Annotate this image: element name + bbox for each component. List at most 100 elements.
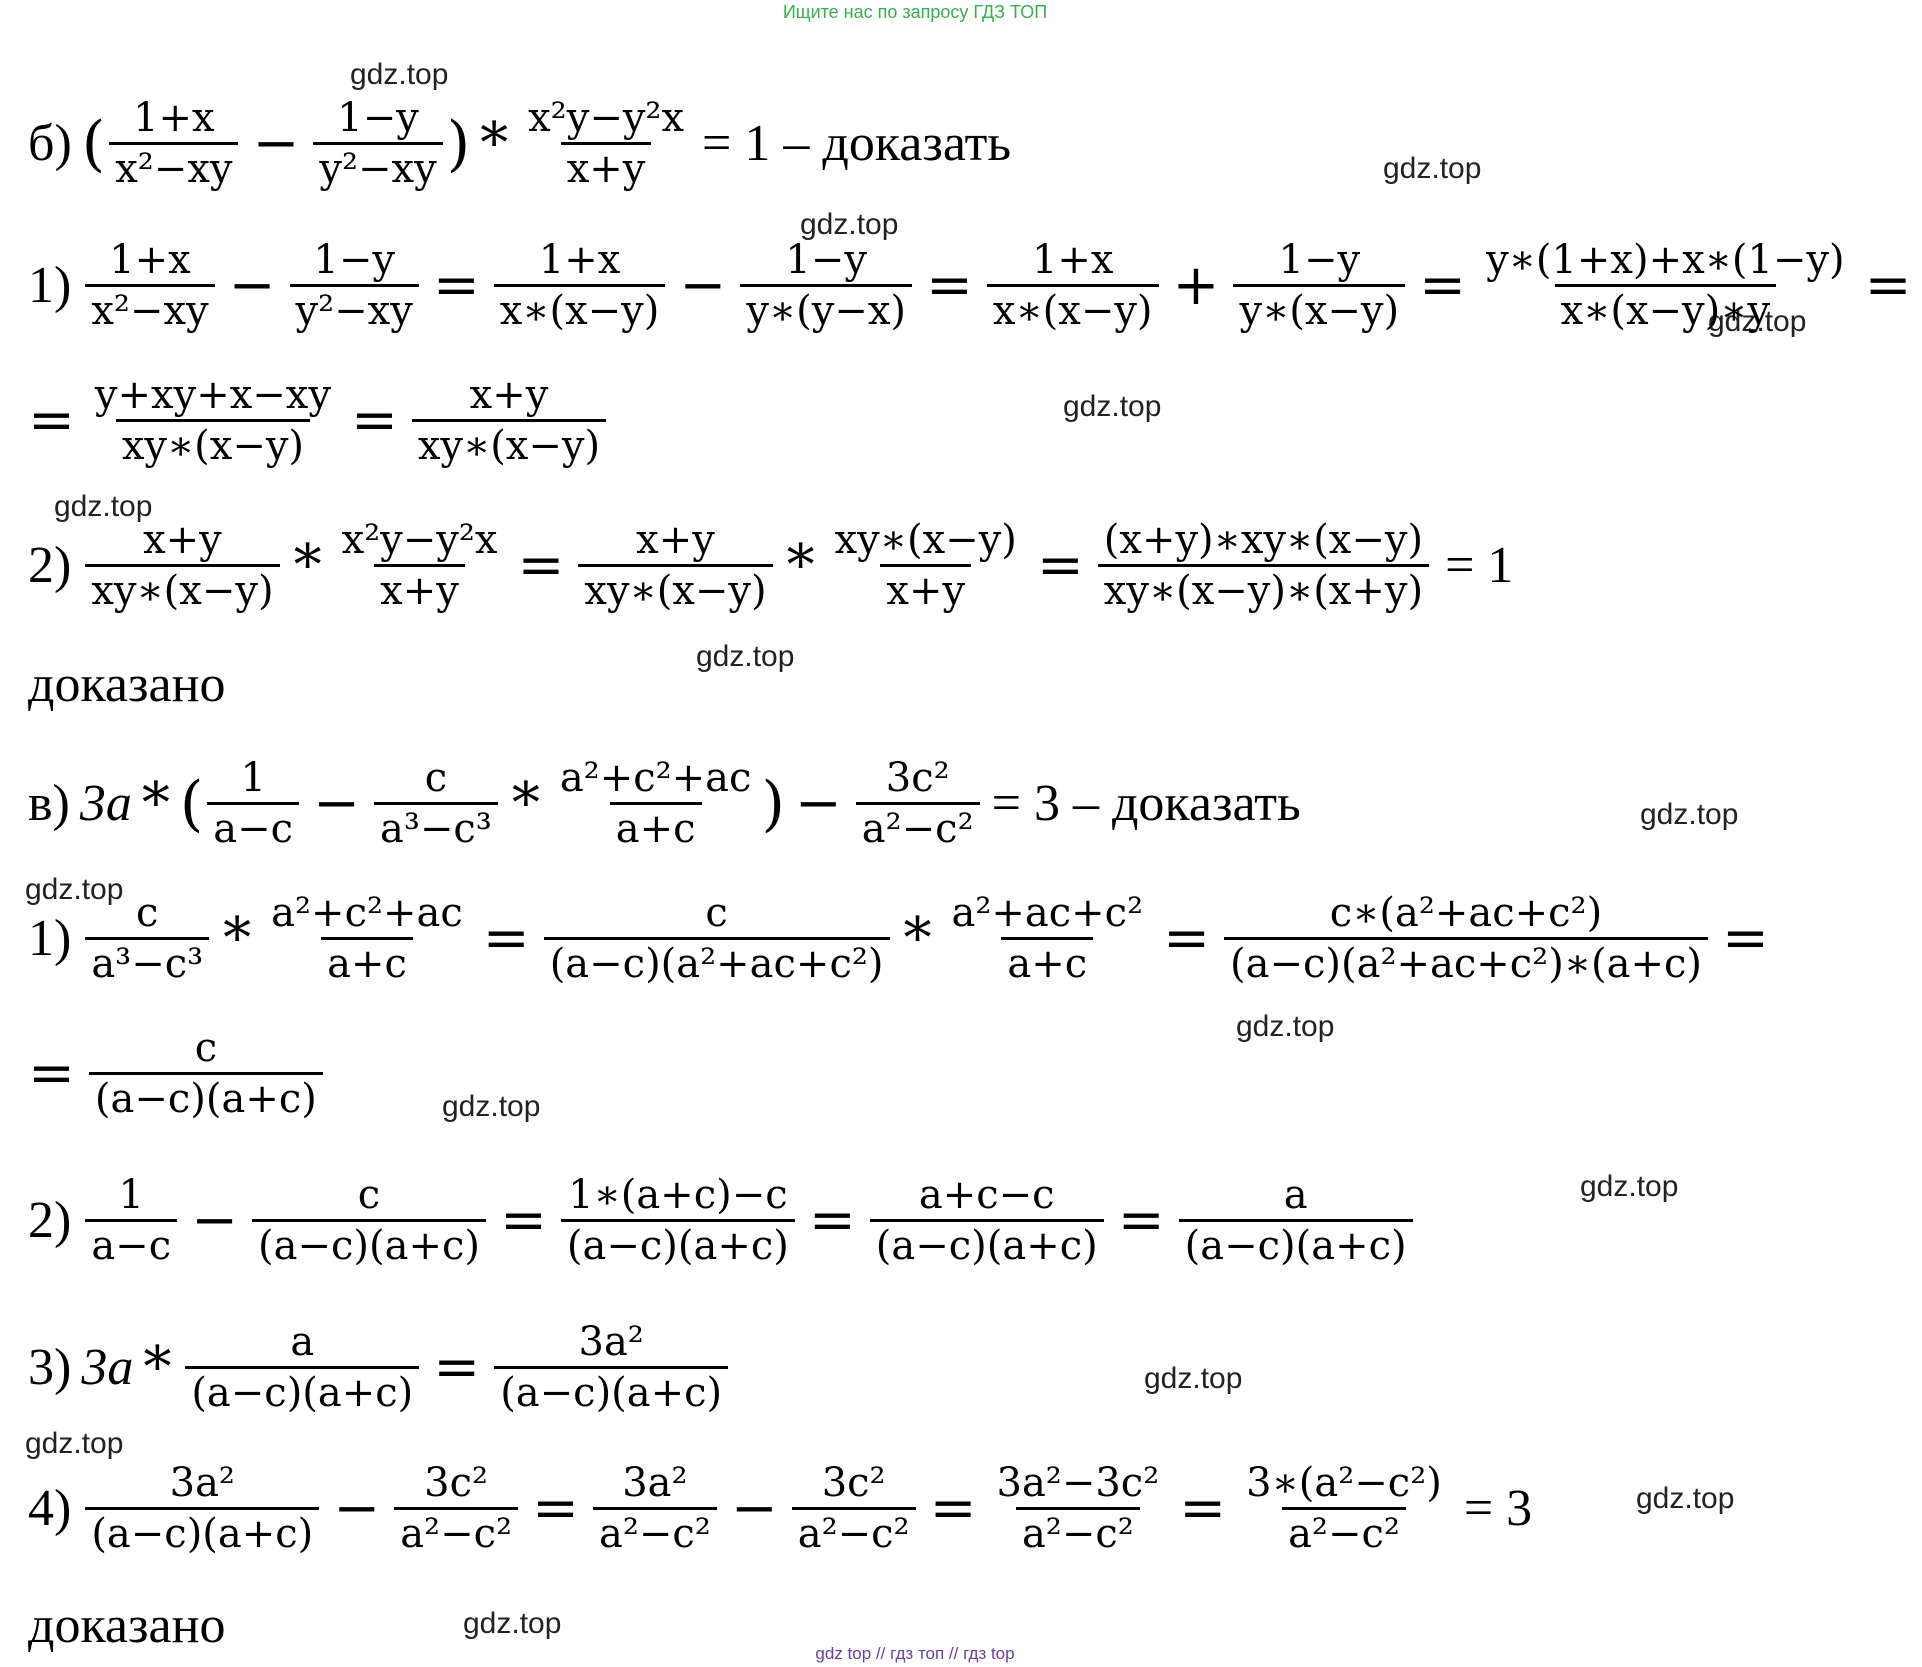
denominator: xy∗(x−y) bbox=[85, 564, 280, 611]
watermark: gdz.top bbox=[800, 208, 899, 241]
denominator: a−c bbox=[85, 1219, 178, 1266]
plus-sign: + bbox=[1172, 252, 1220, 318]
denominator: y²−xy bbox=[313, 142, 443, 189]
denominator: xy∗(x−y) bbox=[411, 419, 607, 466]
watermark: gdz.top bbox=[350, 58, 449, 91]
watermark: gdz.top bbox=[1063, 390, 1162, 423]
denominator: xy∗(x−y) bbox=[578, 564, 773, 611]
watermark: gdz.top bbox=[1144, 1362, 1243, 1395]
watermark: gdz.top bbox=[1580, 1170, 1679, 1203]
coefficient: 3a bbox=[79, 774, 132, 832]
fraction: c(a−c)(a+c) bbox=[252, 1175, 486, 1266]
denominator: a+c bbox=[321, 937, 413, 984]
top-banner[interactable]: Ищите нас по запросу ГДЗ ТОП bbox=[782, 2, 1048, 22]
denominator: a³−c³ bbox=[85, 937, 210, 984]
problem-v-step-3: 3) 3a * a(a−c)(a+c) = 3a²(a−c)(a+c) bbox=[28, 1322, 732, 1413]
equals-sign: = bbox=[929, 1475, 977, 1541]
numerator: a bbox=[1283, 1172, 1308, 1218]
equals-sign: = bbox=[1179, 1475, 1227, 1541]
equals-sign: = bbox=[925, 252, 973, 318]
watermark: gdz.top bbox=[1636, 1482, 1735, 1515]
fraction: xy∗(x−y)x+y bbox=[829, 520, 1023, 611]
minus-sign: − bbox=[252, 110, 300, 176]
denominator: x+y bbox=[880, 564, 972, 611]
numerator: 3c² bbox=[424, 1460, 489, 1506]
denominator: a²−c² bbox=[791, 1507, 916, 1554]
numerator: 3c² bbox=[821, 1460, 886, 1506]
fraction: c(a−c)(a+c) bbox=[88, 1028, 323, 1119]
denominator: y²−xy bbox=[289, 284, 419, 331]
denominator: (a−c)(a+c) bbox=[1178, 1219, 1413, 1266]
denominator: (a−c)(a+c) bbox=[494, 1366, 729, 1413]
denominator: x∗(x−y) bbox=[493, 284, 666, 331]
equals-sign: = bbox=[808, 1187, 856, 1253]
denominator: a²−c² bbox=[1282, 1507, 1406, 1554]
minus-sign: − bbox=[333, 1475, 381, 1541]
equals-sign: = bbox=[1117, 1187, 1165, 1253]
denominator: a²−c² bbox=[592, 1507, 717, 1554]
numerator: x+y bbox=[469, 372, 549, 418]
denominator: x+y bbox=[560, 142, 652, 189]
fraction: c(a−c)(a²+ac+c²) bbox=[543, 893, 890, 984]
numerator: x+y bbox=[636, 517, 715, 563]
multiply-sign: * bbox=[903, 905, 932, 971]
open-paren: ( bbox=[81, 108, 106, 179]
minus-sign: − bbox=[679, 252, 727, 318]
numerator: y∗(1+x)+x∗(1−y) bbox=[1486, 237, 1845, 283]
equals-sign: = bbox=[28, 1040, 75, 1106]
footer-links[interactable]: gdz top // гдз топ // гдз top bbox=[815, 1644, 1015, 1663]
equals-sign: = bbox=[499, 1187, 547, 1253]
numerator: xy∗(x−y) bbox=[834, 517, 1017, 563]
numerator: c bbox=[424, 755, 448, 801]
denominator: (a−c)(a+c) bbox=[252, 1219, 486, 1266]
step-label: 1) bbox=[28, 256, 72, 314]
denominator: x+y bbox=[374, 564, 465, 611]
denominator: y∗(y−x) bbox=[740, 284, 912, 331]
fraction: 3∗(a²−c²)a²−c² bbox=[1240, 1463, 1448, 1554]
statement-tail: = 1 – доказать bbox=[702, 114, 1012, 172]
numerator: 1+x bbox=[133, 95, 215, 141]
equals-sign: = bbox=[350, 387, 398, 453]
numerator: 3a² bbox=[578, 1319, 644, 1365]
numerator: x²y−y²x bbox=[528, 95, 685, 141]
watermark: gdz.top bbox=[696, 640, 795, 673]
numerator: a²+c²+ac bbox=[559, 755, 752, 801]
equals-sign: = bbox=[1419, 252, 1467, 318]
denominator: a²−c² bbox=[394, 1507, 519, 1554]
close-paren: ) bbox=[446, 108, 471, 179]
numerator: 1−y bbox=[313, 237, 395, 283]
statement-tail: = 3 – доказать bbox=[991, 774, 1301, 832]
minus-sign: − bbox=[730, 1475, 778, 1541]
numerator: 1−y bbox=[337, 95, 419, 141]
item-label: б) bbox=[28, 114, 72, 172]
numerator: 1−y bbox=[1278, 237, 1361, 283]
fraction: 3a²(a−c)(a+c) bbox=[494, 1319, 729, 1413]
multiply-sign: * bbox=[223, 905, 252, 971]
numerator: c bbox=[136, 890, 159, 936]
numerator: a²+ac+c² bbox=[951, 890, 1144, 936]
denominator: (a−c)(a+c) bbox=[85, 1507, 320, 1554]
multiply-sign: * bbox=[786, 532, 815, 598]
numerator: 1+x bbox=[109, 237, 191, 283]
multiply-sign: * bbox=[293, 532, 322, 598]
denominator: y∗(x−y) bbox=[1233, 284, 1406, 331]
denominator: xy∗(x−y) bbox=[115, 419, 311, 466]
